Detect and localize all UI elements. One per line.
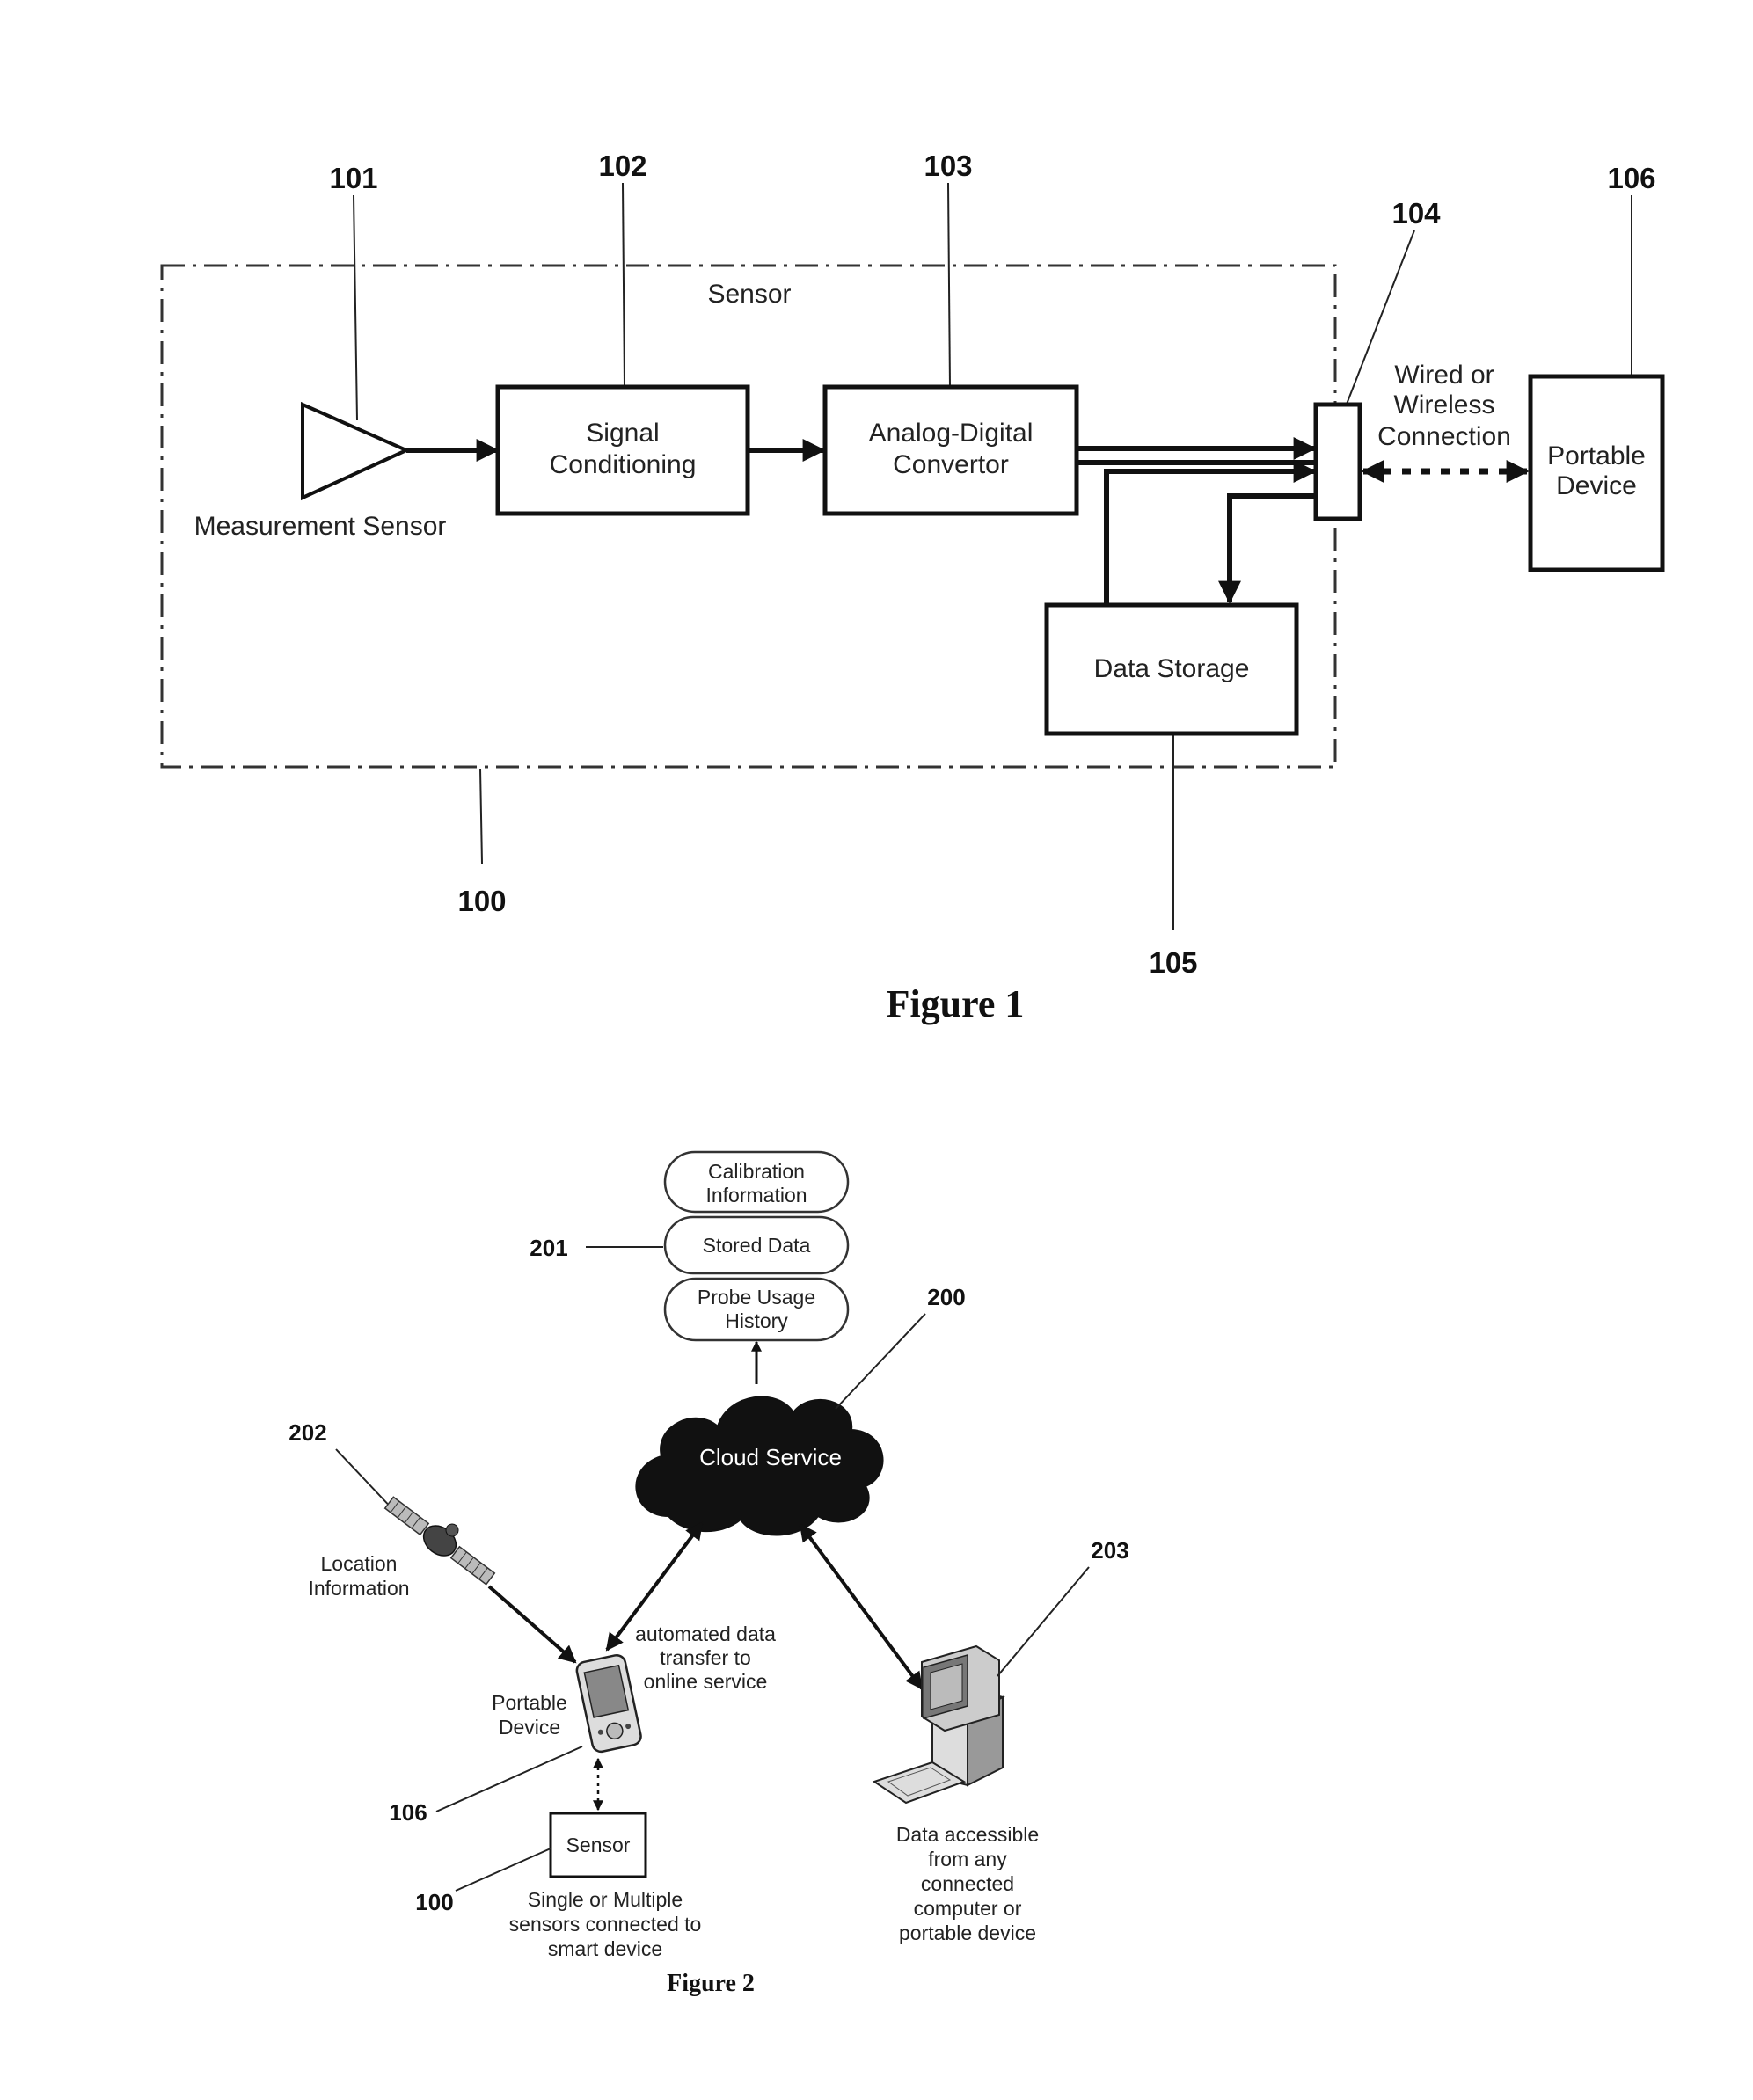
figure-2: Calibration Information Stored Data Prob… — [289, 1152, 1128, 1997]
ref-102: 102 — [598, 149, 646, 182]
connection-label-line2: Wireless — [1393, 390, 1494, 419]
leader-106-fig2 — [436, 1746, 582, 1812]
connector-104 — [1316, 405, 1360, 519]
measurement-sensor-label: Measurement Sensor — [194, 512, 447, 541]
sensors-note-line2: sensors connected to — [509, 1913, 702, 1936]
portable-label-line1: Portable — [492, 1691, 567, 1714]
adc-line2: Convertor — [893, 450, 1009, 479]
ref-100: 100 — [457, 885, 506, 917]
transfer-label-line1: automated data — [635, 1622, 776, 1645]
leader-100-fig2 — [456, 1848, 551, 1891]
connection-label-line3: Connection — [1377, 422, 1511, 451]
leader-101 — [354, 195, 357, 420]
figure-1: Sensor 101 102 103 104 106 100 105 Measu… — [162, 149, 1662, 1025]
measurement-sensor-triangle — [303, 405, 406, 498]
sensor-group-label: Sensor — [707, 280, 791, 309]
arrow-satellite-to-phone — [489, 1586, 575, 1662]
figure-1-caption: Figure 1 — [887, 982, 1025, 1025]
leader-200 — [836, 1314, 925, 1409]
ref-201: 201 — [530, 1235, 567, 1261]
pill-stored-data-label: Stored Data — [703, 1234, 811, 1257]
ref-100-fig2: 100 — [415, 1889, 453, 1915]
ref-202: 202 — [289, 1419, 326, 1446]
ref-104: 104 — [1391, 197, 1441, 230]
figure-2-caption: Figure 2 — [667, 1970, 755, 1997]
computer-note-line4: computer or — [914, 1897, 1022, 1920]
data-storage-label: Data Storage — [1094, 654, 1250, 683]
adc-line1: Analog-Digital — [869, 419, 1034, 448]
portable-device-icon — [575, 1653, 642, 1753]
leader-202 — [336, 1449, 396, 1513]
computer-note-line1: Data accessible — [896, 1823, 1039, 1846]
sensor-label-fig2: Sensor — [566, 1834, 631, 1856]
ref-105: 105 — [1149, 946, 1197, 979]
ref-103: 103 — [924, 149, 972, 182]
ref-106-fig2: 106 — [389, 1799, 427, 1826]
transfer-label-line2: transfer to — [660, 1646, 751, 1669]
location-label-line1: Location — [321, 1552, 398, 1575]
ref-101: 101 — [329, 162, 377, 194]
ref-203: 203 — [1091, 1537, 1128, 1564]
pill-probe-usage-line2: History — [725, 1309, 788, 1332]
sensors-note-line3: smart device — [548, 1937, 662, 1960]
pill-probe-usage-line1: Probe Usage — [698, 1286, 815, 1309]
location-label-line2: Information — [308, 1577, 409, 1600]
connection-label-line1: Wired or — [1394, 361, 1494, 390]
computer-note-line5: portable device — [899, 1921, 1036, 1944]
arrow-connector-to-storage — [1230, 496, 1314, 602]
sensors-note-line1: Single or Multiple — [528, 1888, 683, 1911]
leader-102 — [623, 183, 625, 387]
computer-icon — [874, 1646, 1003, 1803]
pill-calibration-line1: Calibration — [708, 1160, 805, 1183]
pill-calibration-line2: Information — [705, 1184, 807, 1207]
leader-100 — [480, 769, 482, 864]
leader-103 — [948, 183, 950, 387]
arrow-computer-cloud — [800, 1525, 922, 1688]
computer-note-line2: from any — [928, 1848, 1007, 1870]
ref-106: 106 — [1607, 162, 1655, 194]
computer-note-line3: connected — [921, 1872, 1014, 1895]
cloud-service-label: Cloud Service — [699, 1444, 842, 1470]
leader-203 — [997, 1567, 1089, 1676]
signal-conditioning-line2: Conditioning — [550, 450, 697, 479]
portable-label-line2: Device — [499, 1716, 560, 1739]
transfer-label-line3: online service — [644, 1670, 768, 1693]
arrow-storage-to-connector — [1107, 471, 1314, 603]
signal-conditioning-line1: Signal — [586, 419, 659, 448]
satellite-icon — [381, 1485, 503, 1590]
portable-device-line1: Portable — [1547, 441, 1646, 470]
portable-device-line2: Device — [1556, 471, 1637, 500]
ref-200: 200 — [927, 1284, 965, 1310]
